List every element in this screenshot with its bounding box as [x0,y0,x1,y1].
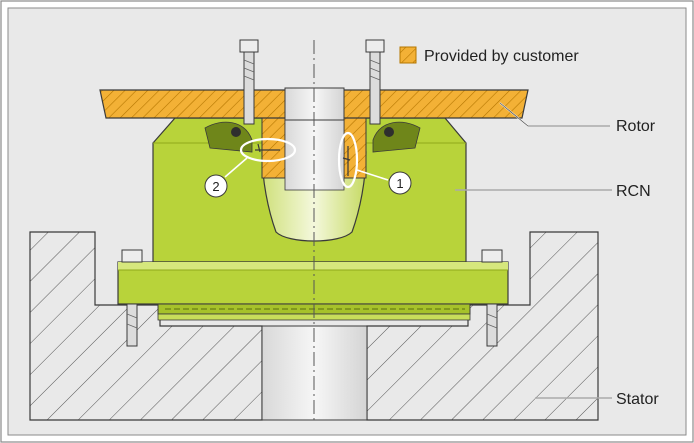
callout-rcn: RCN [616,183,651,200]
legend: Provided by customer [399,46,579,65]
callout-rotor: Rotor [616,118,656,135]
detail-marker-2-label: 2 [212,179,219,194]
detail-marker-1 [337,131,412,195]
rotor-screws [239,39,385,125]
detail-marker-1-label: 1 [396,176,403,191]
stator-screws [121,249,503,347]
hatched-orange-swatch-icon [399,46,417,64]
legend-text: Provided by customer [424,48,579,65]
detail-marker-2 [204,137,297,198]
callout-stator: Stator [616,391,659,408]
callout-leaders-inner [455,102,612,399]
